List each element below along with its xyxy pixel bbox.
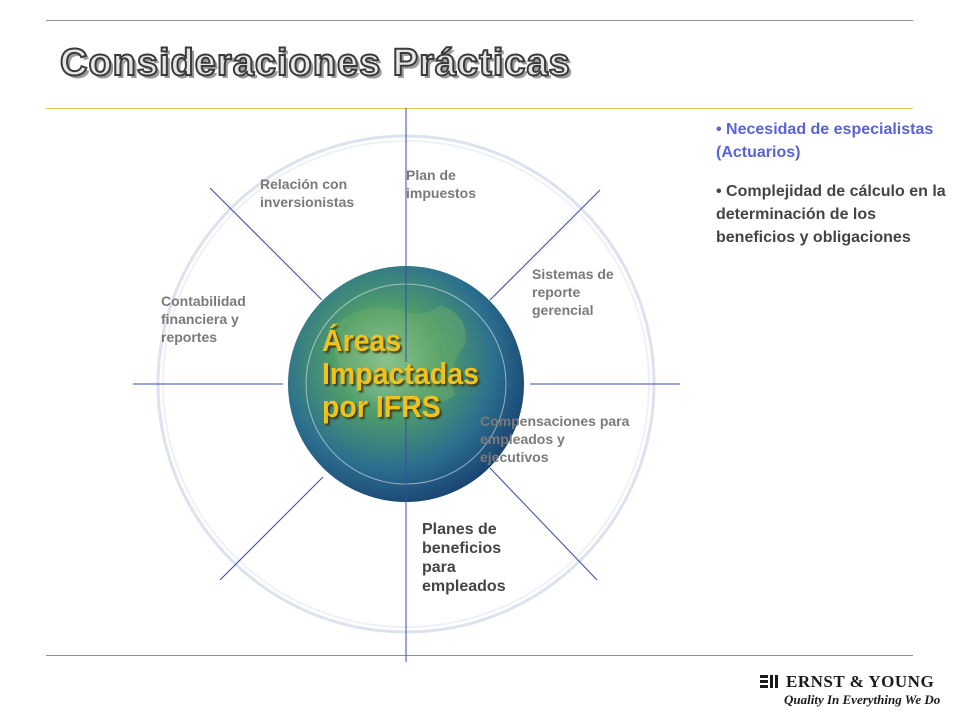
logo-tagline: Quality In Everything We Do	[784, 692, 941, 707]
spokes	[133, 108, 680, 662]
top-rule	[46, 20, 913, 21]
logo-name: ERNST & YOUNG	[786, 672, 935, 691]
label-relacion-inversionistas: Relación con inversionistas	[260, 176, 355, 210]
bullet-complejidad: • Complejidad de cálculo en la determina…	[716, 183, 946, 246]
label-sistemas: Sistemas de reporte gerencial	[532, 266, 614, 318]
center-title: Áreas Impactadas por IFRS	[322, 323, 479, 424]
ey-mark-icon	[760, 675, 778, 688]
label-plan-impuestos: Plan de impuestos	[406, 167, 477, 201]
slide-title: Consideraciones Prácticas	[59, 41, 571, 85]
ernst-young-logo: ERNST & YOUNG Quality In Everything We D…	[760, 670, 940, 710]
globe	[288, 266, 524, 502]
bottom-rule	[46, 655, 913, 656]
title-underline	[46, 108, 913, 109]
bullet-list: • Necesidad de especialistas (Actuarios)…	[716, 118, 956, 265]
label-compensaciones: Compensaciones para empleados y ejecutiv…	[480, 413, 630, 465]
label-planes-beneficios: Planes de beneficios para empleados	[422, 521, 506, 595]
bullet-especialistas: • Necesidad de especialistas (Actuarios)	[716, 121, 934, 161]
label-contabilidad: Contabilidad financiera y reportes	[161, 293, 246, 345]
globe-land	[330, 305, 466, 407]
